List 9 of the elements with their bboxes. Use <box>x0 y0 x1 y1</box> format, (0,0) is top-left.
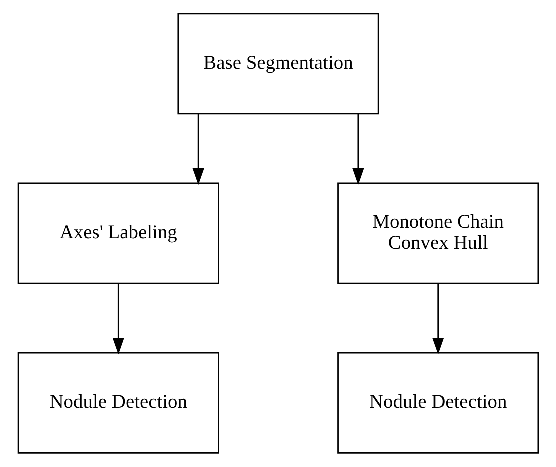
node-box: Axes' Labeling <box>17 182 219 284</box>
arrow <box>192 114 204 186</box>
node-box: Monotone Chain Convex Hull <box>337 182 539 284</box>
node-box: Nodule Detection <box>337 352 539 454</box>
arrow <box>432 284 444 355</box>
node-box: Base Segmentation <box>177 13 379 115</box>
arrow <box>112 284 124 355</box>
node-box: Nodule Detection <box>17 352 219 454</box>
arrow <box>352 114 364 186</box>
